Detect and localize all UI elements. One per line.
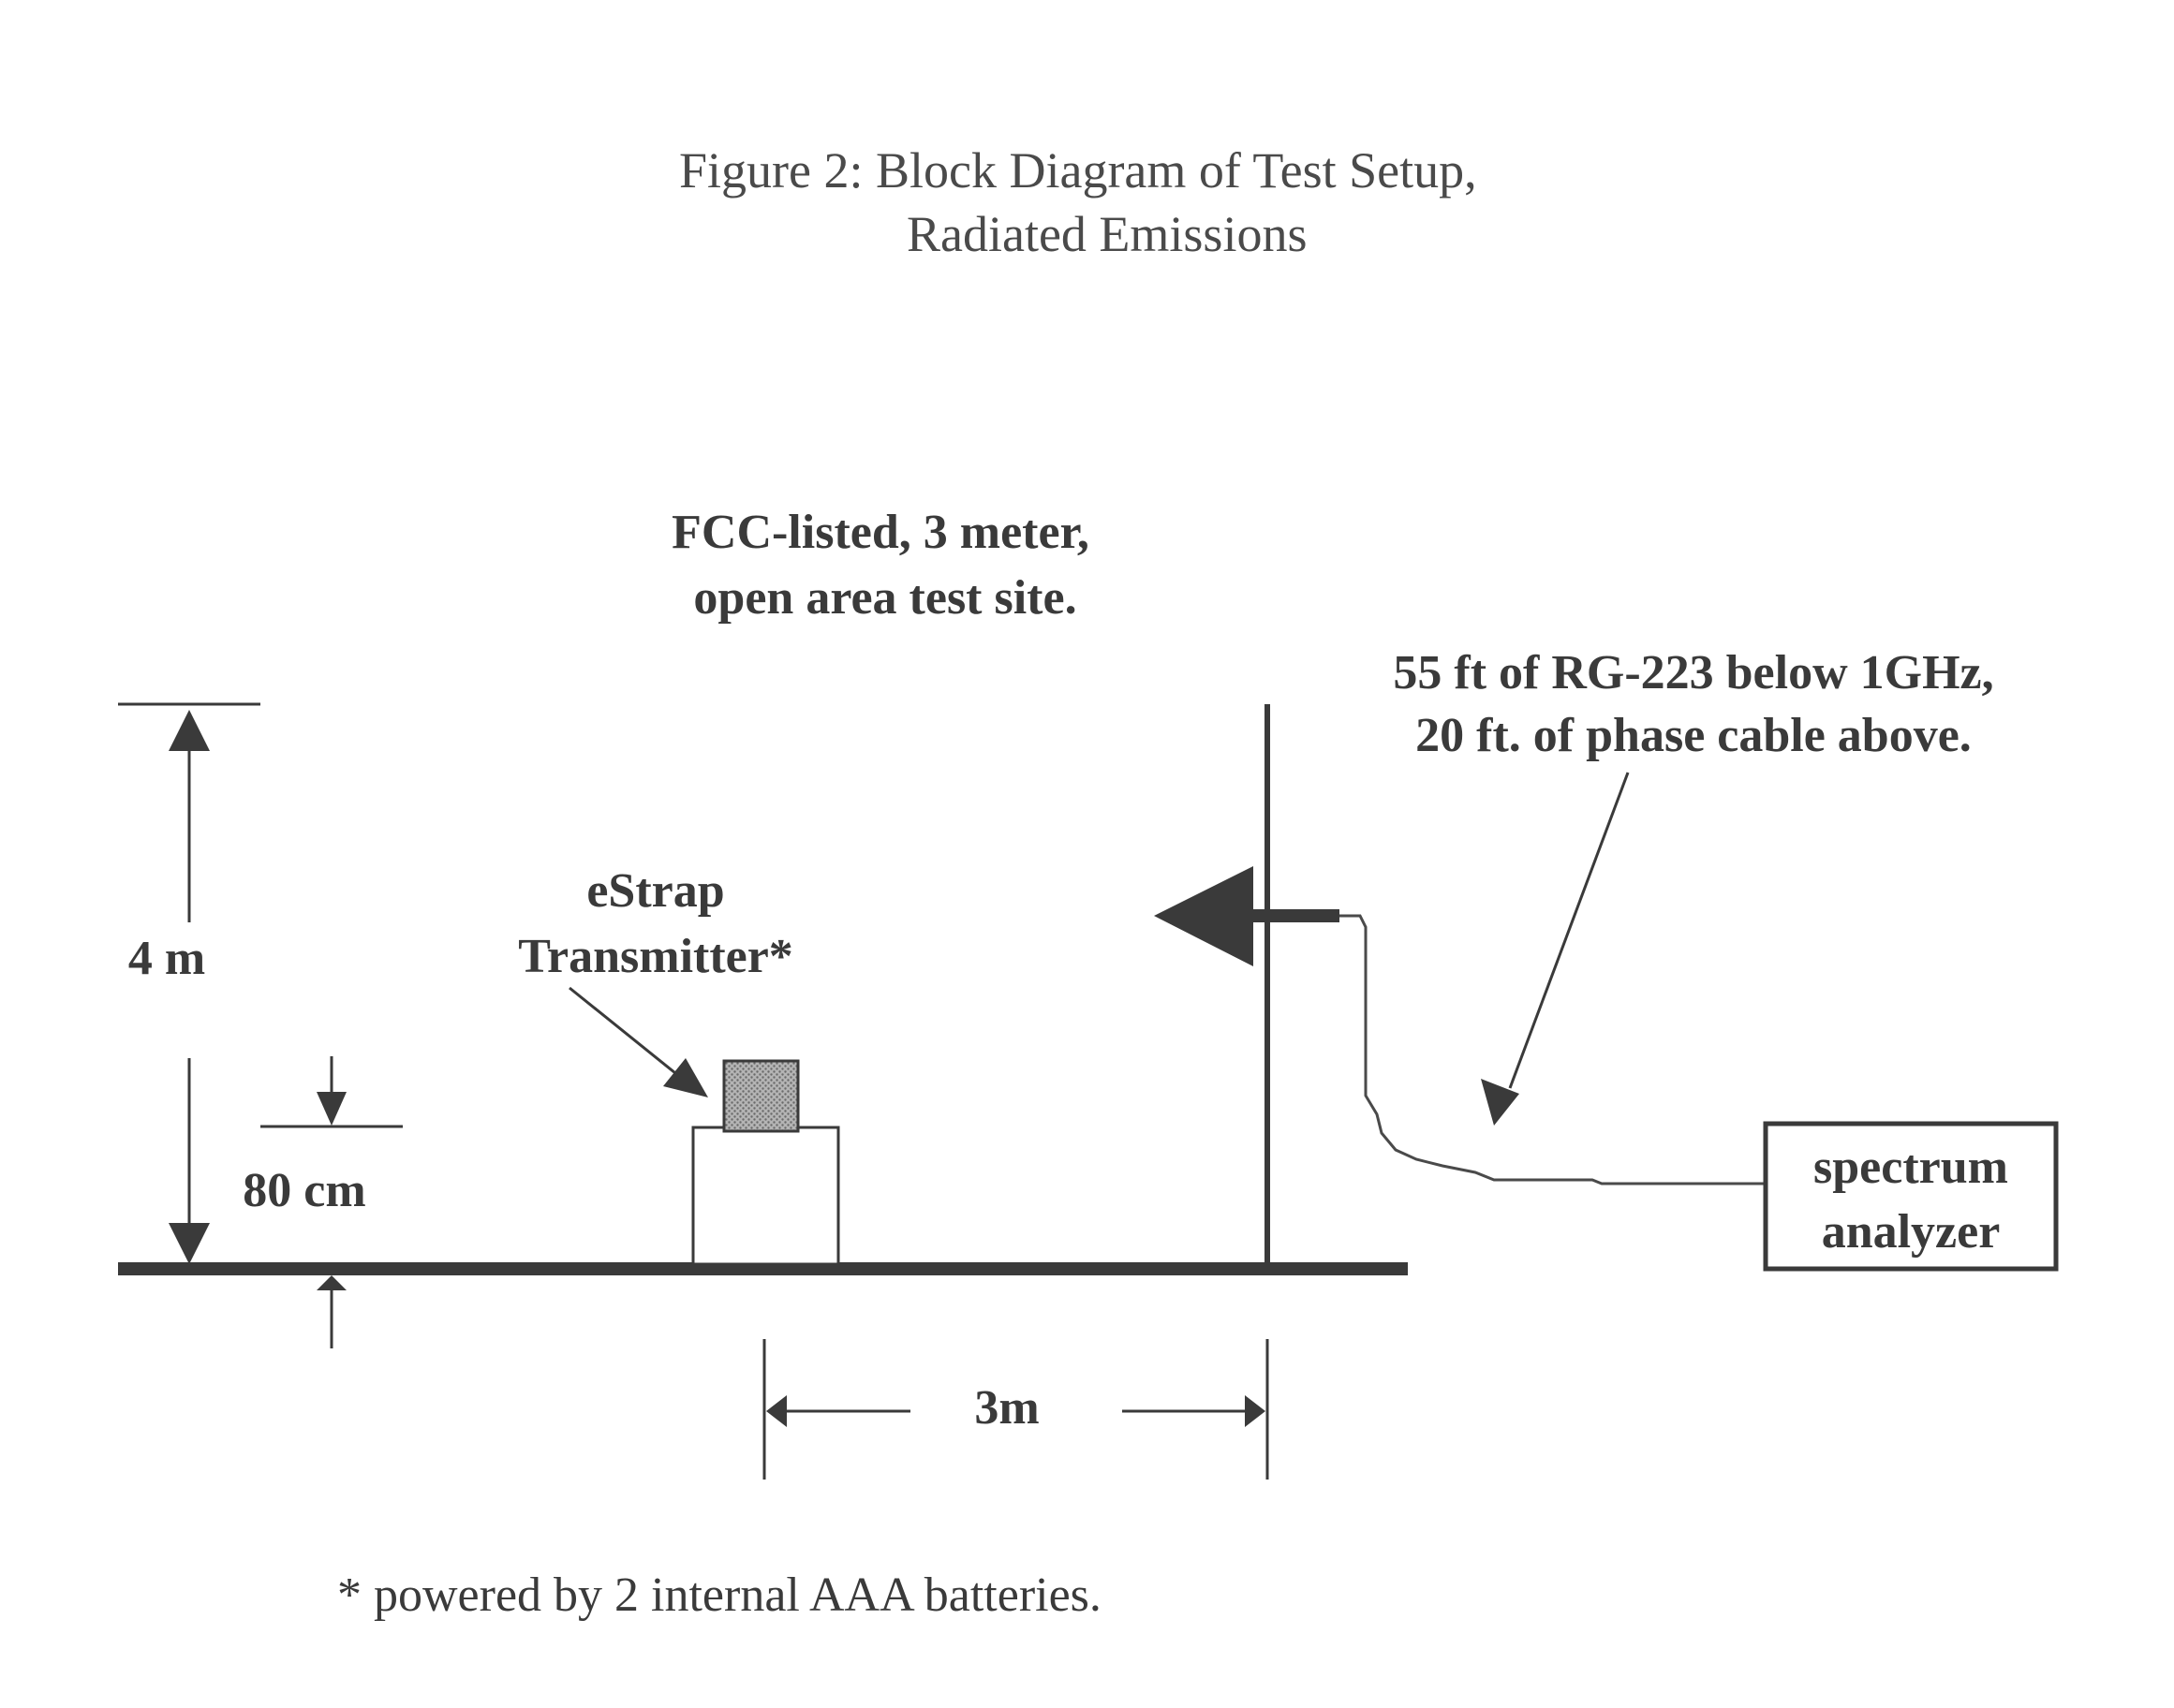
figure-title-line1: Figure 2: Block Diagram of Test Setup, [679,142,1477,199]
cable-pointer-line [1508,772,1630,1089]
distance-right-arrowhead [1245,1395,1265,1427]
site-label-line2: open area test site. [693,571,1076,625]
height-label: 4 m [128,932,205,985]
site-label-line1: FCC-listed, 3 meter, [672,506,1089,559]
table-height-label: 80 cm [243,1164,365,1217]
estrap-transmitter [722,1059,800,1133]
distance-label: 3m [974,1381,1039,1435]
device-label-line2: Transmitter* [518,930,793,983]
coax-cable [1339,914,1766,1185]
cable-label-line2: 20 ft. of phase cable above. [1415,709,1972,762]
device-pointer-arrowhead [663,1058,708,1097]
cable-pointer-arrowhead [1481,1079,1519,1126]
device-label-line1: eStrap [586,864,724,918]
distance-left-arrowhead [766,1395,787,1427]
cable-label-line1: 55 ft of RG-223 below 1GHz, [1393,646,1993,699]
footnote: * powered by 2 internal AAA batteries. [337,1568,1102,1622]
table-height-down-arrowhead [317,1092,347,1126]
figure-title-line2: Radiated Emissions [907,206,1307,262]
antenna [1154,866,1253,966]
spectrum-analyzer-line2: analyzer [1822,1205,2001,1259]
height-down-arrowhead [169,1223,210,1264]
spectrum-analyzer-line1: spectrum [1813,1141,2008,1194]
spectrum-analyzer-box [1763,1121,2059,1272]
antenna-connector [1253,909,1339,922]
table-height-dimension: 80 cm [243,1056,403,1348]
height-dimension: 4 m [118,702,260,1264]
distance-dimension: 3m [762,1339,1269,1480]
table-height-up-arrowhead [317,1275,347,1290]
device-pointer-line [569,986,681,1079]
height-up-arrowhead [169,710,210,751]
test-table [691,1126,840,1266]
